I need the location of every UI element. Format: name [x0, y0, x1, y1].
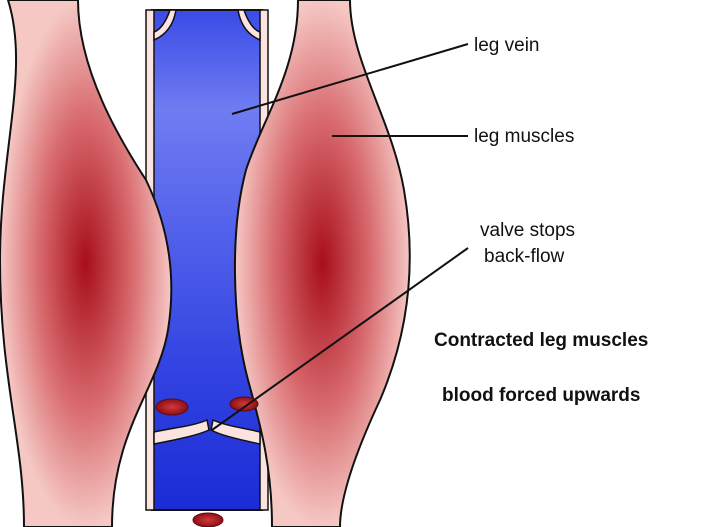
blood-cell-bottom [193, 513, 223, 527]
label-leg-muscles: leg muscles [474, 126, 574, 147]
label-valve-line1: valve stops [480, 220, 575, 241]
blood-cell-left [156, 399, 188, 415]
caption-blood-forced-upwards: blood forced upwards [442, 385, 640, 406]
label-leg-vein: leg vein [474, 35, 540, 56]
caption-contracted-leg-muscles: Contracted leg muscles [434, 330, 648, 351]
label-valve-line2: back-flow [484, 246, 565, 267]
